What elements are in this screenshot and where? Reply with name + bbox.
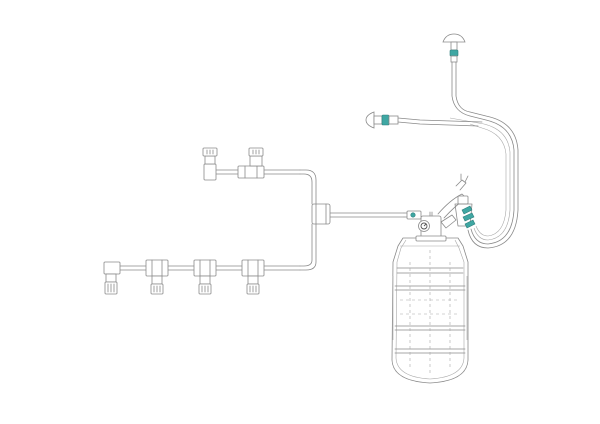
nozzle-lower-3 — [193, 259, 217, 295]
mushroom-actuator-top — [442, 33, 466, 63]
extinguisher-cylinder — [391, 237, 469, 384]
nozzle-upper-1 — [202, 147, 218, 181]
pressure-gauge-icon — [418, 220, 430, 232]
nozzle-lower-1 — [103, 261, 121, 295]
mushroom-actuator-left — [365, 111, 399, 129]
nozzle-lower-2 — [145, 259, 169, 295]
discharge-piping — [111, 169, 405, 271]
nozzle-lower-4 — [241, 259, 265, 295]
nozzle-upper-2 — [248, 147, 264, 167]
pipe-coupling-upper — [237, 165, 265, 179]
actuation-hoses — [397, 59, 519, 249]
hose-coupling-accents — [410, 205, 476, 229]
